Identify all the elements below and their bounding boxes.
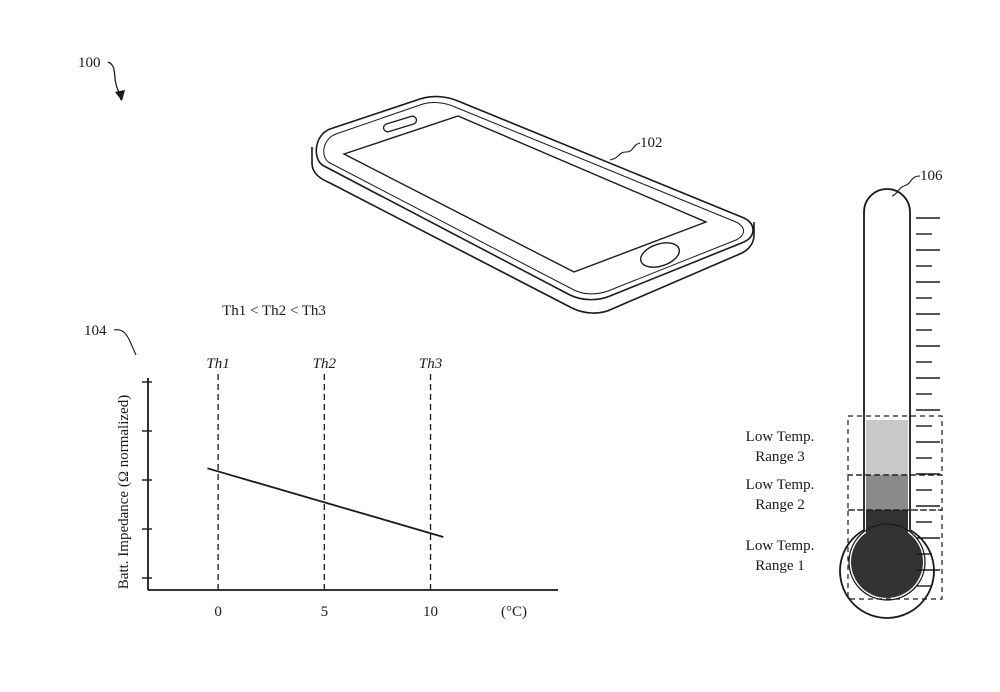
graph-ref-104: 104 (84, 323, 107, 339)
phone-home-button (639, 242, 681, 268)
phone-device (311, 95, 755, 314)
impedance-line (207, 467, 444, 538)
figure-ref-arrowhead (115, 90, 125, 101)
threshold-label-th3: Th3 (419, 356, 442, 372)
device-ref-leader (609, 142, 641, 161)
phone-screen (342, 115, 708, 273)
range-3-label-line2: Range 3 (755, 449, 805, 465)
threshold-label-th2: Th2 (313, 356, 337, 372)
range-1-label-line2: Range 1 (755, 558, 805, 574)
thermometer-ref-106: 106 (920, 168, 943, 184)
figure-ref-100: 100 (78, 55, 101, 71)
phone-top-face (315, 95, 754, 301)
range-3-label-line1: Low Temp. (746, 429, 815, 445)
thermometer-bulb-inner (848, 523, 926, 601)
graph-ref-leader (113, 329, 137, 356)
x-tick-label: 5 (321, 604, 329, 620)
x-axis-label: (°C) (501, 604, 527, 620)
impedance-chart: Batt. Impedance (Ω normalized) 0 5 10 (°C) Th… (116, 356, 558, 620)
range-2-label-line2: Range 2 (755, 497, 805, 513)
device-ref-102: 102 (640, 135, 663, 151)
range-1-bracket (847, 509, 943, 600)
phone-inner-rim (323, 102, 744, 295)
phone-side (311, 147, 755, 314)
thermometer-fill-range-2 (866, 475, 908, 510)
range-2-label-line1: Low Temp. (746, 477, 815, 493)
y-axis-label: Batt. Impedance (Ω normalized) (116, 395, 132, 589)
x-tick-label: 10 (423, 604, 438, 620)
phone-speaker (382, 115, 418, 133)
figure-ref-arrow (107, 61, 122, 101)
thermometer-bulb-fill (851, 526, 923, 598)
thermometer (839, 188, 943, 619)
thermometer-scale (916, 217, 940, 587)
graph-title: Th1 < Th2 < Th3 (222, 303, 326, 319)
thermometer-fill-range-3 (866, 420, 908, 475)
range-1-label-line1: Low Temp. (746, 538, 815, 554)
thermometer-ref-leader (891, 175, 921, 197)
x-tick-label: 0 (214, 604, 222, 620)
threshold-label-th1: Th1 (206, 356, 229, 372)
